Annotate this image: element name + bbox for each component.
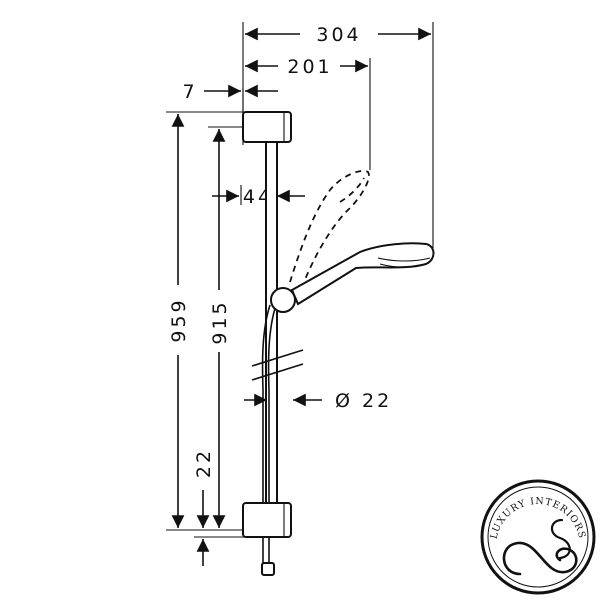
dimension-label-44: 44 [243,186,273,208]
hand-shower-tilted-outline [289,170,370,283]
dimension-label-201: 201 [287,56,332,78]
dimension-959: 959 [168,114,190,528]
dimension-label-diameter: Ø 22 [335,390,392,412]
shower-rail [242,111,304,576]
dimension-label-304: 304 [316,24,361,46]
dimension-44: 44 [212,185,305,208]
dimension-22-bottom: 22 [193,448,215,566]
luxury-interiors-logo: LUXURY INTERIORS [480,479,596,595]
dimension-label-7: 7 [182,81,197,103]
hand-shower [290,242,435,306]
logo-monogram [502,541,578,576]
dimension-201: 201 [245,56,368,78]
dimension-304: 304 [245,24,431,46]
dimension-7: 7 [182,81,278,103]
dimension-label-915: 915 [209,299,231,344]
dimension-label-22: 22 [193,448,215,478]
dimension-915: 915 [209,129,231,528]
dimension-label-959: 959 [168,297,190,342]
